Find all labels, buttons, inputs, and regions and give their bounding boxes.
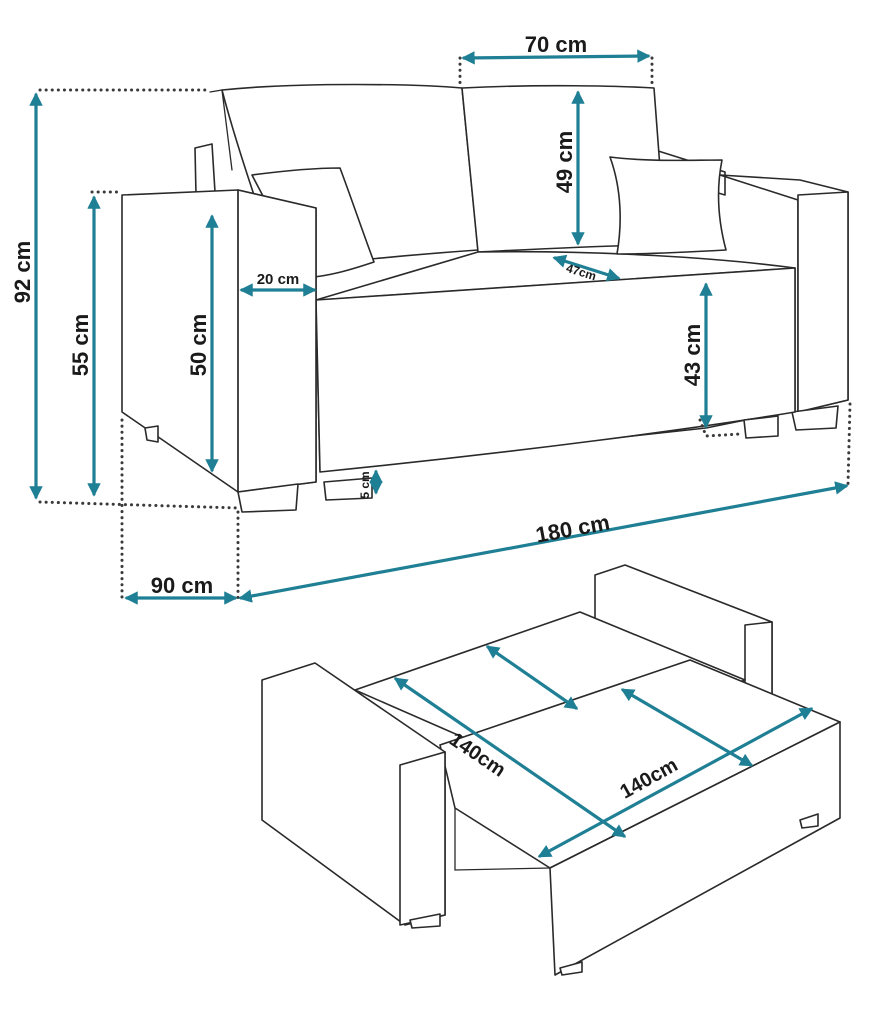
label-armrest-width: 20 cm xyxy=(257,271,300,288)
dimension-arrows-top xyxy=(29,49,849,605)
pillow-right xyxy=(609,156,727,255)
sofa-drawing xyxy=(121,83,849,513)
middle-right-leg xyxy=(743,415,779,439)
sofa-bed-drawing xyxy=(261,564,841,976)
bed-leg-left xyxy=(409,913,441,929)
label-armrest-height: 55 cm xyxy=(68,314,93,376)
label-backrest-height: 49 cm xyxy=(552,131,577,193)
label-armrest-inner-height: 50 cm xyxy=(186,314,211,376)
back-left-leg xyxy=(144,425,159,443)
dim-seat-depth xyxy=(552,254,621,282)
right-leg xyxy=(791,405,839,431)
dim-bed-width-2 xyxy=(537,707,814,858)
label-total-width: 180 cm xyxy=(534,510,612,548)
dimension-arrows-bottom xyxy=(393,645,814,858)
label-total-depth: 90 cm xyxy=(151,573,213,598)
label-seat-height: 43 cm xyxy=(680,324,705,386)
label-cushion-width: 70 cm xyxy=(525,32,587,57)
guide-lines xyxy=(38,56,852,602)
dim-cushion-width xyxy=(461,49,651,65)
bed-leg-front xyxy=(559,961,583,976)
dim-total-width xyxy=(238,481,849,603)
label-leg-height: 5 cm xyxy=(358,471,372,498)
label-total-height: 92 cm xyxy=(10,241,35,303)
